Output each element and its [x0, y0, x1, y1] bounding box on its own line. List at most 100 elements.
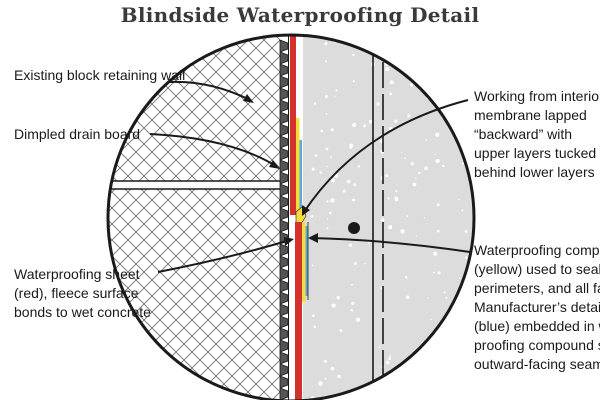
aggregate-speck [311, 167, 315, 171]
aggregate-speck [424, 389, 428, 394]
aggregate-speck [311, 264, 314, 267]
detail-fabric-upper [299, 140, 302, 220]
aggregate-speck [325, 147, 329, 151]
aggregate-speck [389, 355, 392, 358]
aggregate-speck [385, 174, 389, 178]
aggregate-speck [310, 215, 314, 218]
aggregate-speck [418, 172, 421, 175]
aggregate-speck [352, 80, 355, 83]
aggregate-speck [405, 276, 408, 279]
aggregate-speck [385, 360, 390, 365]
aggregate-speck [458, 198, 460, 200]
aggregate-speck [384, 66, 390, 72]
aggregate-speck [353, 183, 356, 187]
label-block-wall: Existing block retaining wall [14, 67, 186, 83]
aggregate-speck [442, 164, 445, 168]
aggregate-speck [423, 356, 426, 359]
aggregate-speck [352, 198, 355, 202]
aggregate-speck [423, 217, 426, 219]
aggregate-speck [351, 283, 353, 286]
aggregate-speck [363, 124, 366, 128]
waterproofing-sheet-lower [295, 222, 302, 400]
aggregate-speck [349, 143, 354, 148]
aggregate-speck [389, 92, 393, 96]
aggregate-speck [432, 271, 435, 274]
aggregate-speck [475, 377, 479, 381]
block-mortar-joint [108, 181, 280, 189]
aggregate-speck [408, 373, 410, 375]
aggregate-speck [410, 162, 414, 166]
aggregate-speck [401, 151, 403, 154]
aggregate-speck [430, 318, 432, 321]
leader-block-wall [167, 80, 251, 101]
aggregate-speck [351, 301, 355, 305]
detail-circle-outline [106, 33, 476, 400]
aggregate-speck [337, 374, 341, 379]
aggregate-speck [388, 357, 392, 361]
aggregate-speck [330, 198, 335, 203]
aggregate-speck [439, 59, 442, 62]
leader-membrane [303, 99, 469, 213]
diagram-title: Blindside Waterproofing Detail [120, 3, 480, 27]
aggregate-speck [349, 146, 353, 149]
aggregate-speck [444, 373, 448, 376]
aggregate-speck [314, 102, 317, 105]
aggregate-speck [388, 225, 393, 230]
aggregate-speck [330, 366, 335, 371]
aggregate-speck [465, 256, 468, 259]
aggregate-speck [387, 197, 390, 200]
aggregate-speck [435, 158, 440, 164]
aggregate-speck [348, 243, 353, 247]
aggregate-speck [464, 230, 468, 233]
aggregate-speck [393, 58, 397, 61]
label-membrane-lap: Working from interior, membrane lapped “… [474, 88, 600, 180]
aggregate-speck [400, 229, 405, 234]
aggregate-speck [464, 289, 468, 294]
aggregate-speck [352, 122, 357, 128]
aggregate-speck [378, 346, 381, 349]
aggregate-speck [407, 114, 411, 118]
aggregate-speck [438, 376, 442, 380]
aggregate-speck [406, 215, 409, 218]
aggregate-speck [422, 62, 426, 66]
waterproofing-compound-upper [296, 118, 300, 218]
aggregate-speck [461, 385, 464, 388]
aggregate-speck [415, 177, 417, 179]
aggregate-speck [313, 325, 317, 329]
aggregate-speck [461, 209, 464, 212]
aggregate-speck [389, 80, 394, 85]
aggregate-speck [349, 179, 351, 181]
aggregate-speck [354, 262, 357, 265]
leader-compound [311, 237, 471, 253]
aggregate-speck [395, 54, 397, 57]
aggregate-speck [324, 377, 327, 380]
aggregate-speck [335, 89, 338, 92]
aggregate-speck [412, 182, 417, 187]
aggregate-speck [422, 85, 424, 88]
arrowhead [284, 237, 294, 246]
aggregate-speck [409, 83, 414, 87]
aggregate-speck [358, 35, 362, 38]
leader-sheet [157, 239, 291, 273]
aggregate-speck [314, 154, 318, 157]
detail-fabric-lower [305, 226, 308, 296]
aggregate-speck [369, 395, 373, 400]
aggregate-speck [330, 128, 334, 132]
aggregate-speck [395, 190, 398, 193]
aggregate-speck [336, 295, 340, 300]
aggregate-speck [364, 263, 366, 265]
label-waterproofing-sheet: Waterproofing sheet (red), fleece surfac… [14, 266, 151, 320]
aggregate-speck [459, 277, 461, 279]
aggregate-speck [319, 171, 323, 174]
aggregate-speck [416, 66, 420, 70]
aggregate-speck [436, 203, 440, 207]
aggregate-speck [352, 53, 355, 57]
aggregate-speck [437, 271, 441, 275]
form-tie-dot [348, 222, 360, 234]
aggregate-speck [395, 369, 399, 374]
aggregate-speck [326, 200, 329, 203]
aggregate-speck [331, 178, 335, 183]
aggregate-speck [434, 153, 436, 155]
aggregate-speck [368, 119, 373, 124]
